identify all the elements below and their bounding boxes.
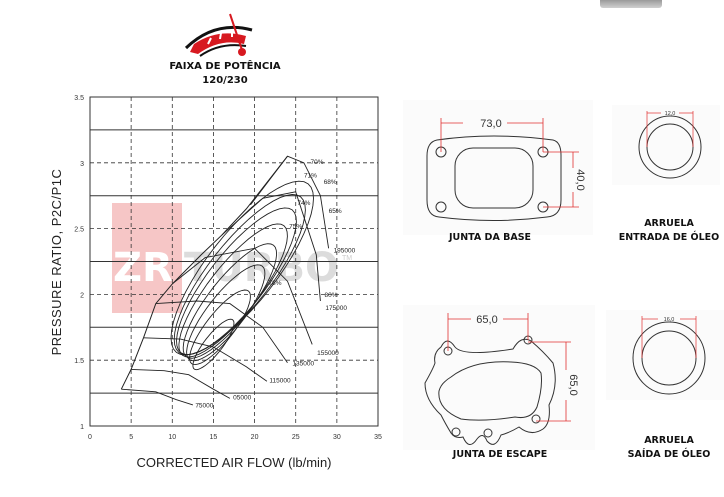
speed-line	[172, 247, 313, 345]
watermark-brand-a: ZR	[113, 245, 173, 291]
outlet-washer-label-2: SAÍDA DE ÓLEO	[627, 449, 711, 460]
y-axis-title: PRESSURE RATIO, P2C/P1C	[49, 169, 64, 356]
speed-line	[155, 300, 288, 364]
x-tick-label: 10	[168, 434, 176, 441]
base-gasket-label: JUNTA DA BASE	[448, 232, 532, 243]
x-tick-label: 20	[251, 434, 259, 441]
cropped-product-edge	[600, 0, 662, 8]
efficiency-label: 75%	[289, 224, 302, 231]
x-tick-label: 25	[292, 434, 300, 441]
compressor-map-chart: 0 5 10 15 20 25 30 35 1 1.5 2 2.5 3 3.5 65% 68% 70% 71% 74…	[49, 95, 382, 470]
y-tick-label: 2	[80, 292, 84, 299]
inlet-washer-label-2: ENTRADA DE ÓLEO	[618, 232, 720, 243]
speed-line-label: 155000	[317, 350, 339, 357]
efficiency-island	[182, 243, 278, 359]
efficiency-island	[186, 264, 266, 362]
speed-line	[121, 388, 194, 406]
outlet-washer-dimension: 16,0	[664, 317, 675, 323]
exhaust-width-dimension: 65,0	[476, 314, 497, 326]
base-width-dimension: 73,0	[480, 118, 501, 130]
x-tick-label: 30	[333, 434, 341, 441]
x-tick-label: 0	[88, 434, 92, 441]
inlet-washer-dimension: 12,0	[665, 111, 676, 117]
header-subtitle: 120/230	[202, 75, 248, 86]
inlet-washer-label-1: ARRUELA	[644, 218, 694, 229]
y-tick-label: 1	[80, 424, 84, 431]
efficiency-label: 70%	[311, 159, 324, 166]
speedometer-gauge-icon	[184, 13, 253, 57]
speed-line-label: 175000	[325, 305, 347, 312]
header-title: FAIXA DE POTÊNCIA	[169, 61, 281, 72]
speed-line-label: 135000	[292, 360, 314, 367]
efficiency-label: 74%	[297, 200, 310, 207]
efficiency-island	[170, 180, 314, 356]
x-axis-title: CORRECTED AIR FLOW (lb/min)	[136, 455, 331, 470]
efficiency-label: 78%	[269, 280, 282, 287]
speed-line-label: 05000	[233, 395, 251, 402]
x-tick-label: 35	[374, 434, 382, 441]
speed-line	[143, 337, 268, 382]
exhaust-gasket-diagram: 65,0 65,0	[403, 305, 595, 450]
exhaust-gasket-label: JUNTA DE ESCAPE	[452, 449, 548, 460]
speed-line-label: 115000	[269, 378, 291, 385]
x-tick-label: 5	[129, 434, 133, 441]
outlet-washer-diagram: 16,0	[606, 310, 724, 400]
y-tick-label: 3.5	[74, 95, 84, 102]
efficiency-island	[178, 223, 288, 358]
speed-line	[221, 191, 321, 302]
efficiency-label: 65%	[329, 208, 342, 215]
watermark-brand-b: TURBO	[184, 245, 340, 291]
y-tick-label: 2.5	[74, 227, 84, 234]
y-tick-label: 3	[80, 161, 84, 168]
base-height-dimension: 40,0	[574, 169, 586, 190]
efficiency-island	[192, 318, 235, 371]
outlet-washer-label-1: ARRUELA	[644, 435, 694, 446]
speed-line	[131, 368, 231, 399]
watermark-tm: TM	[342, 255, 353, 262]
speed-line-label: 75000	[195, 403, 213, 410]
exhaust-height-dimension: 65,0	[567, 374, 579, 395]
efficiency-label: 71%	[304, 172, 317, 179]
speed-line	[250, 155, 330, 249]
base-gasket-diagram: 73,0 40,0	[403, 100, 593, 235]
surge-line	[120, 155, 288, 390]
inlet-washer-diagram: 12,0	[612, 105, 720, 185]
efficiency-island	[189, 289, 251, 366]
y-tick-label: 1.5	[74, 358, 84, 365]
efficiency-island	[173, 194, 306, 356]
x-tick-label: 15	[210, 434, 218, 441]
efficiency-label: 68%	[324, 179, 337, 186]
efficiency-label: 80%	[325, 292, 338, 299]
speed-line-label: 195000	[334, 247, 356, 254]
